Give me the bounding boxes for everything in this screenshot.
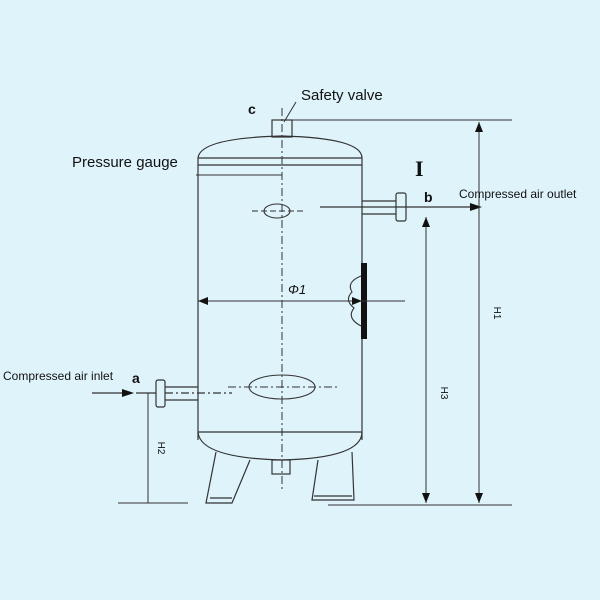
outlet-label: Compressed air outlet bbox=[459, 187, 577, 201]
tank-bottom-head bbox=[197, 431, 363, 461]
h2-label: H2 bbox=[155, 442, 166, 455]
manhole-symbol bbox=[228, 374, 340, 400]
tank-body bbox=[197, 135, 363, 461]
extension-lines bbox=[118, 101, 512, 506]
view-mark-label: I bbox=[415, 156, 424, 181]
h1-label: H1 bbox=[491, 307, 502, 320]
h3-arrow-bottom bbox=[422, 493, 430, 503]
h1-arrow-top bbox=[475, 122, 483, 132]
pressure-gauge-label: Pressure gauge bbox=[72, 154, 178, 171]
break-line bbox=[347, 275, 362, 327]
drain-nozzle bbox=[271, 459, 291, 475]
inlet-label: Compressed air inlet bbox=[3, 369, 114, 383]
support-legs bbox=[205, 451, 355, 504]
tank-top-head bbox=[197, 135, 363, 159]
inlet-pipe bbox=[92, 379, 232, 408]
inlet-flange bbox=[155, 379, 166, 408]
outlet-pipe bbox=[320, 192, 470, 222]
diameter-label: Φ1 bbox=[288, 282, 306, 297]
port-b-label: b bbox=[424, 189, 433, 205]
left-leg bbox=[205, 451, 251, 504]
diameter-arrow-right bbox=[352, 297, 362, 305]
diameter-arrow-left bbox=[198, 297, 208, 305]
inlet-arrow bbox=[122, 389, 134, 397]
h3-label: H3 bbox=[438, 387, 449, 400]
h3-arrow-top bbox=[422, 217, 430, 227]
port-c-label: c bbox=[248, 101, 256, 117]
outlet-arrow bbox=[470, 203, 482, 211]
pressure-gauge-symbol bbox=[252, 203, 304, 219]
h1-arrow-bottom bbox=[475, 493, 483, 503]
right-leg bbox=[311, 451, 355, 501]
safety-valve-label: Safety valve bbox=[301, 87, 383, 104]
port-a-label: a bbox=[132, 370, 140, 386]
